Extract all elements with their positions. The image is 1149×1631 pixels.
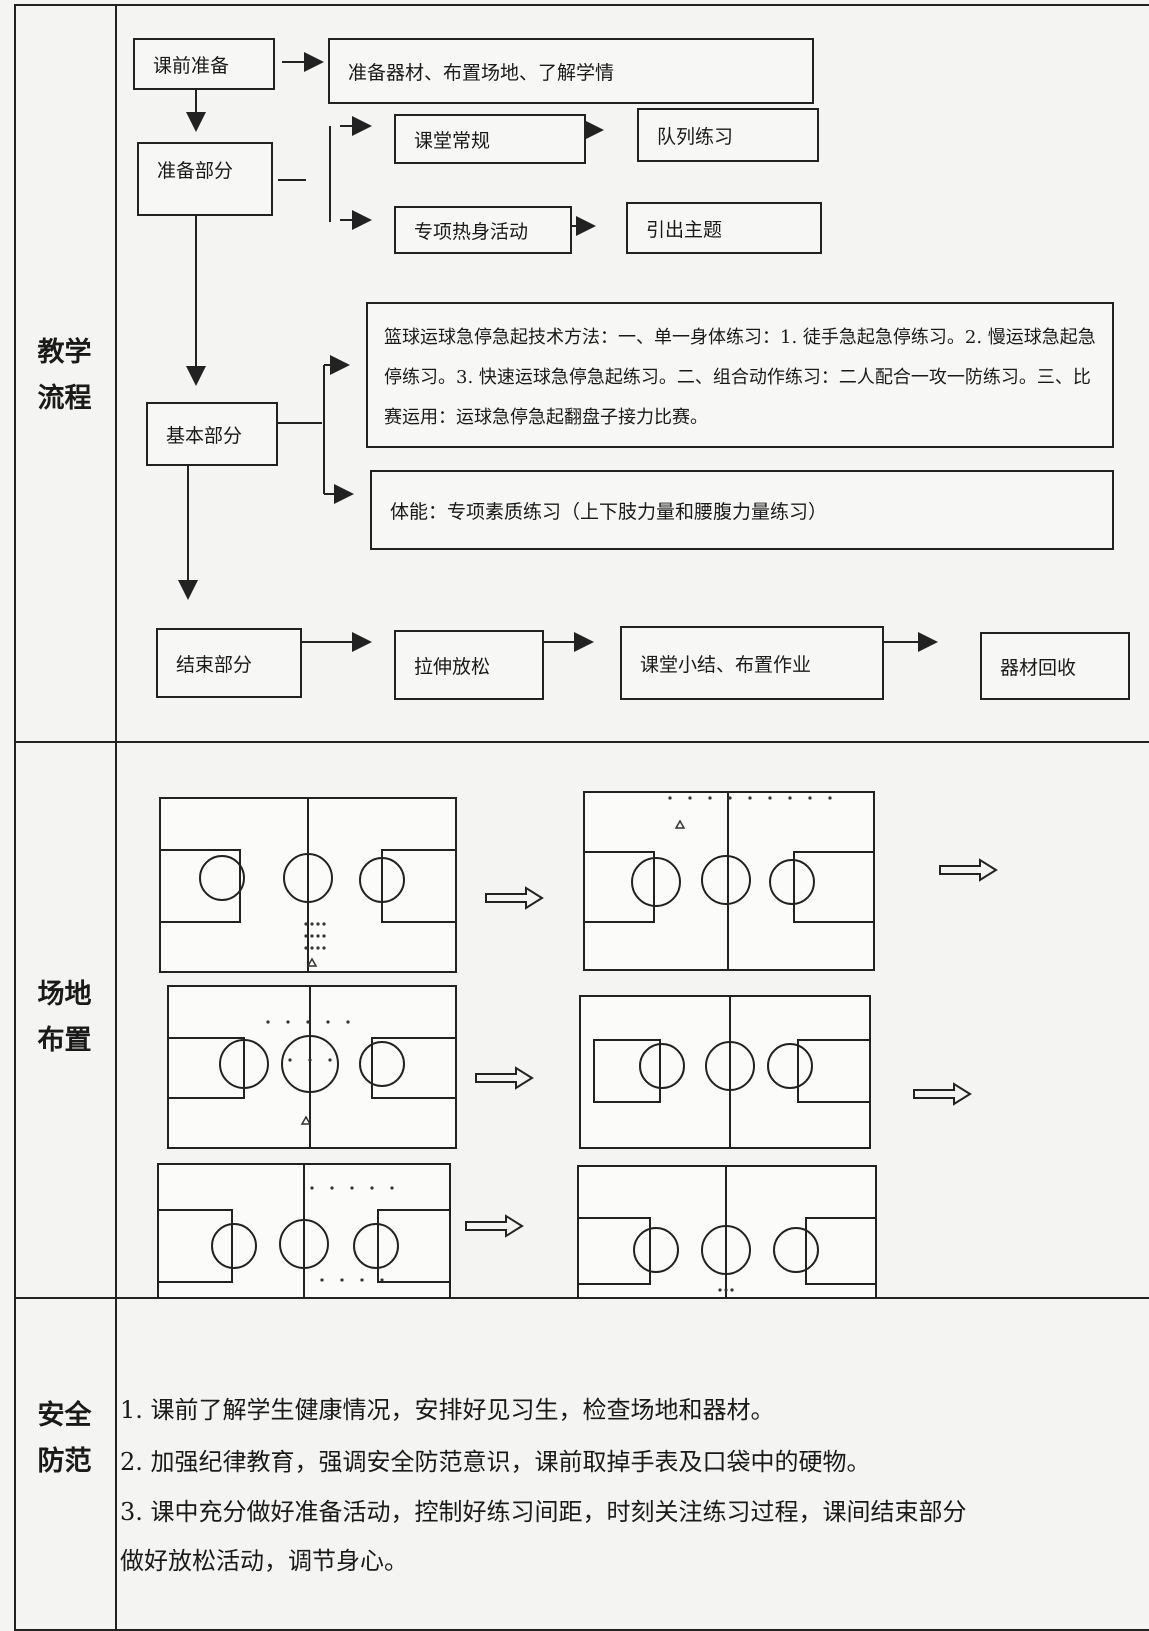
prep-before-detail-text: 准备器材、布置场地、了解学情 xyxy=(348,61,615,84)
court-diagram-1a xyxy=(159,797,457,973)
safety-item-2: 2. 加强纪律教育，强调安全防范意识，课前取掉手表及口袋中的硬物。 xyxy=(120,1448,871,1476)
box-prep-part: 准备部分 xyxy=(137,142,273,216)
safety-section-label: 安全 防范 xyxy=(14,1393,115,1485)
flow-label-line2: 流程 xyxy=(37,383,92,414)
basic-detail-text: 篮球运球急停急起技术方法：一、单一身体练习：1. 徒手急起急停练习。2. 慢运球… xyxy=(384,327,1096,428)
safety-item-4: 做好放松活动，调节身心。 xyxy=(120,1547,408,1575)
court-diagram-2b xyxy=(579,995,871,1149)
fitness-text: 体能：专项素质练习（上下肢力量和腰腹力量练习） xyxy=(390,500,828,523)
equipment-text: 器材回收 xyxy=(1000,656,1077,679)
column-divider xyxy=(115,4,117,1631)
box-prep-before-detail: 准备器材、布置场地、了解学情 xyxy=(328,38,814,104)
box-basic-detail: 篮球运球急停急起技术方法：一、单一身体练习：1. 徒手急起急停练习。2. 慢运球… xyxy=(366,302,1114,448)
warmup-text: 专项热身活动 xyxy=(414,220,529,243)
row-divider-venue xyxy=(14,1297,1149,1299)
court-diagram-2a xyxy=(167,985,457,1149)
prep-before-text: 课前准备 xyxy=(153,54,230,77)
court-diagram-3b xyxy=(577,1165,877,1297)
box-summary: 课堂小结、布置作业 xyxy=(620,626,884,700)
teacher-markers xyxy=(300,819,686,1125)
flow-section-label: 教学 流程 xyxy=(14,330,115,422)
box-fitness: 体能：专项素质练习（上下肢力量和腰腹力量练习） xyxy=(370,470,1114,550)
transition-arrows xyxy=(465,858,998,1238)
box-end-part: 结束部分 xyxy=(156,628,302,698)
table-border xyxy=(14,4,1149,1631)
prep-part-text: 准备部分 xyxy=(157,160,234,182)
theme-text: 引出主题 xyxy=(646,218,723,241)
row-divider-flow xyxy=(14,741,1149,743)
flow-label-line1: 教学 xyxy=(37,337,92,368)
box-equipment: 器材回收 xyxy=(980,632,1130,700)
venue-section-label: 场地 布置 xyxy=(14,972,115,1064)
box-warmup: 专项热身活动 xyxy=(394,206,572,254)
box-queue: 队列练习 xyxy=(637,108,819,162)
queue-text: 队列练习 xyxy=(657,125,734,148)
routine-text: 课堂常规 xyxy=(414,129,491,152)
venue-label-line1: 场地 xyxy=(37,979,92,1010)
box-prep-before: 课前准备 xyxy=(133,38,275,90)
safety-label-line2: 防范 xyxy=(37,1446,92,1477)
player-markers xyxy=(266,796,832,1292)
safety-label-line1: 安全 xyxy=(37,1400,92,1431)
box-theme: 引出主题 xyxy=(626,202,822,254)
box-routine: 课堂常规 xyxy=(394,114,586,164)
court-diagram-1b xyxy=(583,791,875,971)
summary-text: 课堂小结、布置作业 xyxy=(640,653,812,676)
box-basic-part: 基本部分 xyxy=(146,402,278,466)
venue-label-line2: 布置 xyxy=(37,1025,92,1056)
flow-connectors xyxy=(178,52,938,652)
safety-item-1: 1. 课前了解学生健康情况，安排好见习生，检查场地和器材。 xyxy=(120,1396,775,1424)
stretch-text: 拉伸放松 xyxy=(414,655,491,678)
end-part-text: 结束部分 xyxy=(176,653,253,676)
safety-item-3: 3. 课中充分做好准备活动，控制好练习间距，时刻关注练习过程，课间结束部分 xyxy=(120,1498,967,1526)
venue-diagrams xyxy=(157,791,998,1297)
box-stretch: 拉伸放松 xyxy=(394,630,544,700)
court-diagram-3a xyxy=(157,1163,451,1297)
basic-part-text: 基本部分 xyxy=(166,424,243,447)
